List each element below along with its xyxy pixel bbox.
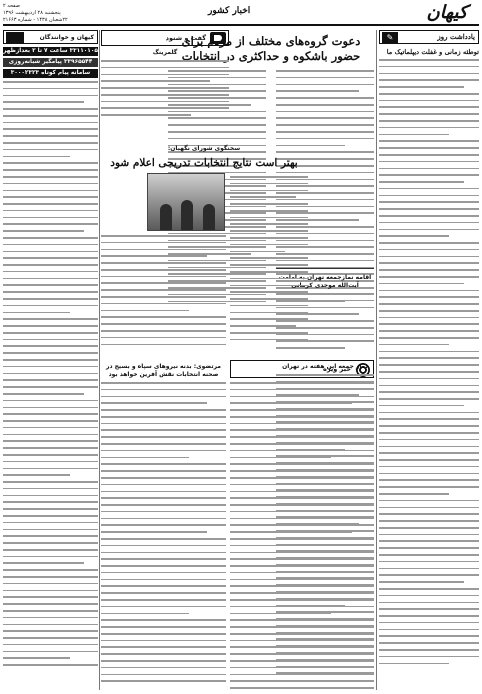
phone-icon bbox=[6, 32, 24, 43]
issue-info: صفحه ۲ پنجشنبه ۲۸ اردیبهشت ۱۳۹۶ ۲۲شعبان … bbox=[3, 3, 133, 24]
goft-header: گفت و شنود bbox=[101, 30, 229, 46]
photo-article-body bbox=[230, 176, 308, 356]
readers-header: کیهان و خوانندگان bbox=[3, 30, 98, 44]
special-news-label: خبر ویژه bbox=[322, 365, 351, 373]
issue-line: ۲۲شعبان ۱۴۳۸ - شماره ۲۱۶۶۳ bbox=[3, 17, 68, 23]
main-article-body bbox=[276, 70, 374, 307]
newspaper-logo: کیهان bbox=[426, 2, 468, 23]
photo-caption-column bbox=[101, 235, 226, 355]
page-number: صفحه ۲ bbox=[3, 3, 20, 9]
pen-icon: ✎ bbox=[382, 32, 398, 43]
editorial-column: یادداشت روز ✎ توطئه زمانی و غفلت دیپلمات… bbox=[379, 30, 479, 690]
editorial-body bbox=[379, 59, 479, 665]
readers-label: کیهان و خوانندگان bbox=[39, 34, 94, 41]
goft-body bbox=[101, 60, 229, 116]
friday-prayer-headline: اقامه نمازجمعه تهران به امامت آیت‌الله م… bbox=[278, 274, 372, 289]
sub-headline-a: مرتضوی: بدنه نیروهای سپاه و بسیج در صحنه… bbox=[105, 363, 222, 378]
special-news-box: خبر ویژه bbox=[230, 360, 374, 690]
main-headline: دعوت گروه‌های مختلف از مردم برای حضور با… bbox=[181, 34, 361, 63]
phone-line: ۳۳۱۱۰۱۰۵ ساعت ۷ تا ۲ بعدازظهر bbox=[3, 47, 98, 56]
editorial-label: یادداشت روز bbox=[437, 32, 475, 41]
photo-article-headline: بهتر است نتایج انتخابات تدریجی اعلام شود bbox=[110, 157, 298, 169]
sub-headline-b: نماز جمعه این هفته در تهران bbox=[282, 363, 368, 370]
masthead: کیهان اخبار کشور صفحه ۲ پنجشنبه ۲۸ اردیب… bbox=[3, 2, 479, 26]
special-news-header: خبر ویژه bbox=[230, 360, 374, 378]
goft-label: گفت و شنود bbox=[165, 34, 206, 42]
sms-code: سامانه پیام کوتاه ۳۰۰۰۲۳۲۳ bbox=[3, 69, 98, 78]
section-title: اخبار کشور bbox=[208, 6, 251, 16]
readers-column: کیهان و خوانندگان ۳۳۱۱۰۱۰۵ ساعت ۷ تا ۲ ب… bbox=[3, 30, 98, 690]
date-line: پنجشنبه ۲۸ اردیبهشت ۱۳۹۶ bbox=[3, 10, 61, 16]
press-conference-photo bbox=[147, 173, 225, 231]
photo-article-kicker: سخنگوی شورای نگهبان: bbox=[167, 145, 241, 152]
bottom-left-articles: مرتضوی: بدنه نیروهای سپاه و بسیج در صحنه… bbox=[101, 360, 226, 690]
readers-body bbox=[3, 81, 98, 666]
editorial-headline: توطئه زمانی و غفلت دیپلماتیک ما bbox=[386, 48, 479, 56]
bottom-center-articles: نماز جمعه این هفته در تهران bbox=[276, 360, 374, 690]
goft-o-shenood-box: گفت و شنود گلمرینگ bbox=[101, 30, 229, 162]
goft-title: گلمرینگ bbox=[152, 49, 178, 56]
photo-article: سخنگوی شورای نگهبان: بهتر است نتایج انتخ… bbox=[101, 142, 307, 170]
editorial-box-header: یادداشت روز ✎ bbox=[379, 30, 479, 44]
sms-line: ۳۳۹۶۵۵۴۴ پیامگیر شبانه‌روزی bbox=[3, 58, 98, 67]
target-icon bbox=[356, 363, 370, 377]
friday-prayer-article: اقامه نمازجمعه تهران به امامت آیت‌الله م… bbox=[276, 271, 374, 356]
special-news-body bbox=[230, 382, 374, 690]
speech-icon bbox=[210, 32, 226, 44]
